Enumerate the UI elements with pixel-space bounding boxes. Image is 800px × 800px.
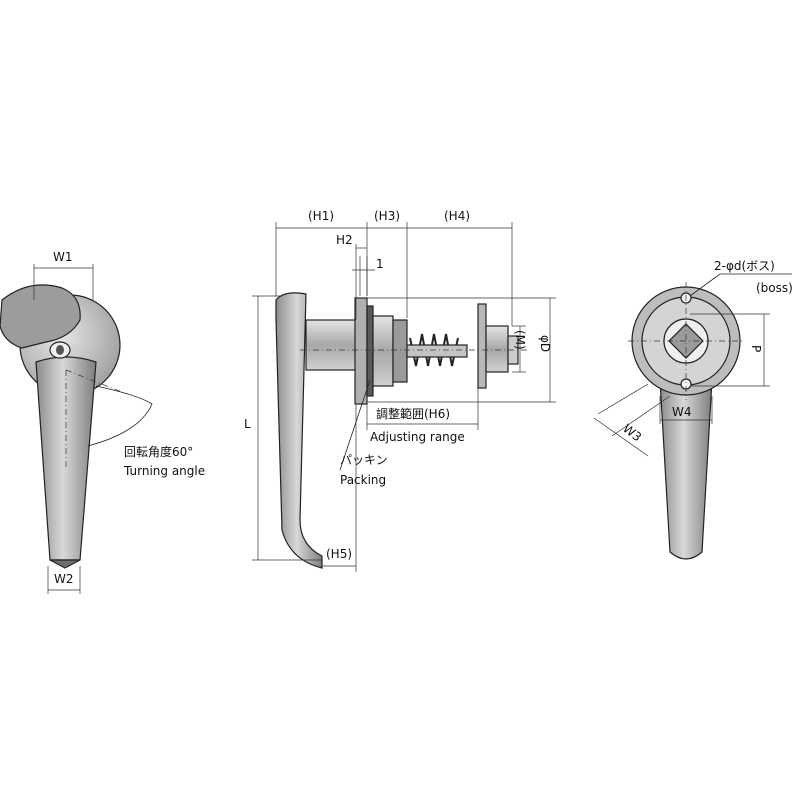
- side-view: (H1) (H3) (H4) H2 1 L (H5) 調整範囲(H6) Adju…: [244, 209, 556, 572]
- h3-label: (H3): [374, 209, 400, 223]
- w3-dim: [593, 417, 649, 457]
- M-label: (M): [513, 330, 527, 350]
- front-view: W1 W2 回転角度60° Turning angle: [0, 250, 205, 594]
- rear-handle: [659, 379, 713, 560]
- side-shaft: [406, 344, 468, 358]
- w3-label: W3: [620, 421, 644, 444]
- front-lever-head: [0, 284, 81, 349]
- packing-leader: [339, 379, 371, 471]
- side-cam-plate: [477, 303, 487, 389]
- rear-view: 2-φd(ボス) (boss) P W4 W3: [593, 259, 793, 560]
- side-handle: [275, 292, 323, 569]
- w3-ext-a: [597, 383, 649, 415]
- one-label: 1: [376, 257, 384, 271]
- side-nut: [485, 325, 509, 373]
- w3-ext-b: [611, 395, 671, 437]
- side-hub: [305, 319, 357, 371]
- turning-angle-en: Turning angle: [123, 464, 205, 478]
- adjust-jp-label: 調整範囲(H6): [376, 406, 450, 421]
- w2-label: W2: [54, 572, 74, 586]
- side-packing: [366, 305, 374, 397]
- packing-en-label: Packing: [340, 473, 386, 487]
- front-rotated-centerline: [65, 369, 123, 393]
- turning-angle-jp: 回転角度60°: [124, 444, 193, 459]
- w4-label: W4: [672, 405, 692, 419]
- h4-label: (H4): [444, 209, 470, 223]
- front-handle-tip: [49, 559, 81, 569]
- side-flange: [354, 297, 368, 405]
- P-label: P: [749, 345, 763, 352]
- turning-angle-arc: [87, 385, 153, 447]
- packing-jp-label: パッキン: [340, 453, 388, 467]
- h2-label: H2: [336, 233, 353, 247]
- L-label: L: [244, 417, 251, 431]
- front-handle: [35, 356, 97, 561]
- phiD-label: φD: [538, 335, 552, 352]
- side-panel-nut: [392, 319, 408, 383]
- boss-en-label: (boss): [756, 281, 793, 295]
- h5-label: (H5): [326, 547, 352, 561]
- adjust-en-label: Adjusting range: [370, 430, 465, 444]
- key-slot-inner: [56, 345, 64, 355]
- boss-jp-label: 2-φd(ボス): [714, 259, 775, 273]
- boss-leader: [689, 273, 792, 297]
- w1-label: W1: [53, 250, 73, 264]
- h1-label: (H1): [308, 209, 334, 223]
- side-body: [372, 315, 394, 387]
